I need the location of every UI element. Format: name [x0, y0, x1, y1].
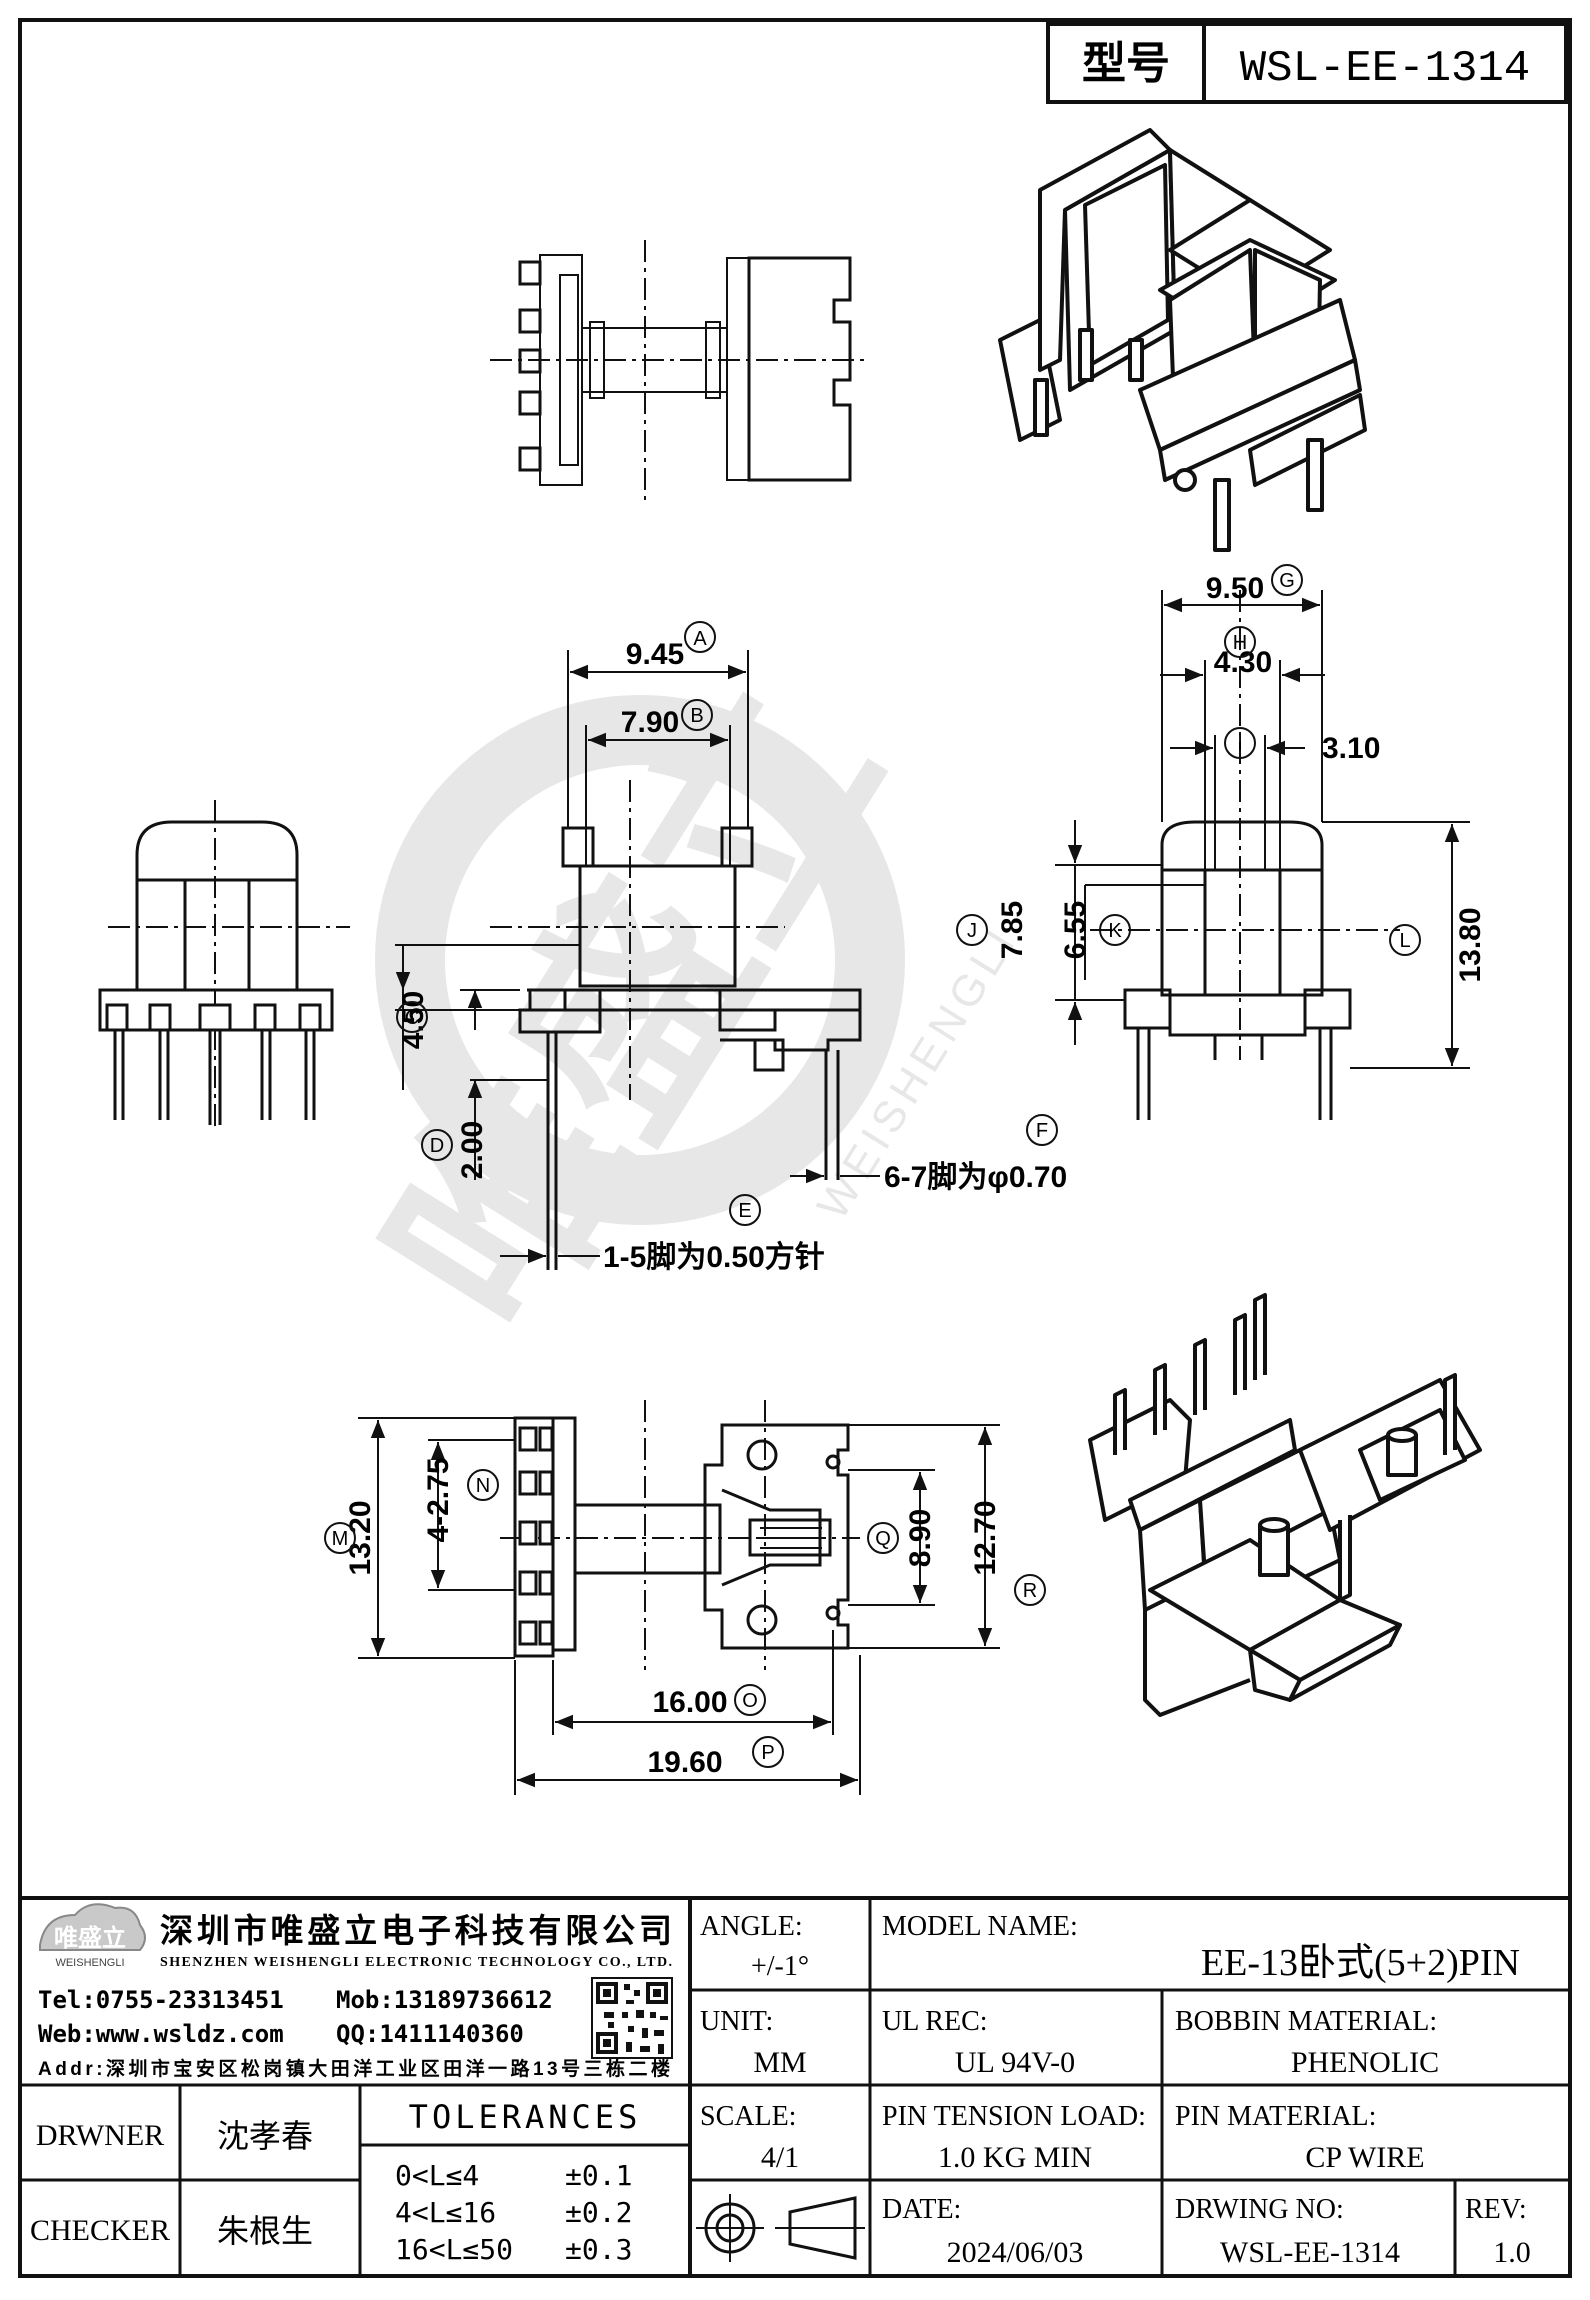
pin-material-value: CP WIRE: [1305, 2141, 1424, 2174]
unit-label: UNIT:: [700, 2006, 773, 2037]
tol-row-3-tol: ±0.3: [565, 2233, 632, 2266]
qr-code: [591, 1977, 673, 2059]
dim-i-callout: I: [1237, 733, 1243, 755]
pin-tension-value: 1.0 KG MIN: [938, 2141, 1092, 2174]
dim-a-callout: A: [693, 628, 707, 650]
dim-h-callout: H: [1233, 632, 1247, 654]
dim-k-value: 6.55: [1059, 901, 1092, 959]
angle-value: +/-1°: [751, 1951, 809, 1982]
dim-c-callout: C: [405, 1007, 419, 1029]
dim-r-callout: R: [1023, 1580, 1037, 1602]
logo-cn: 唯盛立: [54, 1924, 126, 1952]
dim-r-value: 12.70: [969, 1500, 1002, 1575]
tol-row-1-tol: ±0.1: [565, 2159, 632, 2192]
bottom-view: 13.20 M 4-2.75 N 16.00 O 19.60 P 8.90 Q: [324, 1400, 1046, 1795]
scale-label: SCALE:: [700, 2101, 796, 2132]
company-name-cn: 深圳市唯盛立电子科技有限公司: [160, 1912, 672, 1949]
dim-p-value: 19.60: [647, 1746, 722, 1779]
checker-label: CHECKER: [30, 2214, 170, 2247]
rev-label: REV:: [1465, 2194, 1527, 2225]
dim-e-callout: E: [738, 1200, 751, 1222]
checker-value: 朱根生: [217, 2213, 313, 2249]
model-label: MODEL NAME:: [882, 1911, 1078, 1942]
dim-q-callout: Q: [875, 1528, 891, 1550]
bobbin-value: PHENOLIC: [1291, 2046, 1439, 2079]
dim-i-value: 3.10: [1322, 732, 1380, 765]
dim-p-callout: P: [761, 1742, 774, 1764]
date-label: DATE:: [882, 2194, 961, 2225]
tolerances-label: TOLERANCES: [409, 2098, 642, 2136]
dim-m-value: 13.20: [344, 1500, 377, 1575]
dim-j-value: 7.85: [996, 901, 1029, 959]
pin-material-label: PIN MATERIAL:: [1175, 2101, 1376, 2132]
type-label: 型号: [1082, 39, 1170, 88]
dim-j-callout: J: [967, 920, 977, 942]
side-view-left: [98, 800, 350, 1130]
company-mob: Mob:13189736612: [336, 1986, 553, 2014]
dim-d-value: 2.00: [456, 1121, 489, 1179]
dim-d-callout: D: [430, 1135, 444, 1157]
outer-frame: [18, 18, 1572, 2278]
dim-o-callout: O: [742, 1690, 758, 1712]
front-view: 9.45 A 7.90 B 4.50 C 2.00 D 1-5脚为0.50方针: [395, 621, 1067, 1274]
dim-h-value: 4.30: [1214, 646, 1272, 679]
dim-n-callout: N: [476, 1475, 490, 1497]
dim-b-callout: B: [690, 705, 703, 727]
tol-row-1-range: 0<L≤4: [395, 2159, 479, 2192]
drwing-value: WSL-EE-1314: [1220, 2236, 1400, 2269]
company-web: Web:www.wsldz.com: [38, 2020, 284, 2048]
company-logo: 唯盛立 WEISHENGLI: [39, 1903, 146, 1969]
drawer-value: 沈孝春: [217, 2118, 313, 2154]
dim-g-value: 9.50: [1206, 572, 1264, 605]
dim-n-value: 4-2.75: [422, 1457, 455, 1542]
type-header: 型号 WSL-EE-1314: [1046, 22, 1568, 104]
bobbin-label: BOBBIN MATERIAL:: [1175, 2006, 1437, 2037]
dim-g-callout: G: [1279, 570, 1295, 592]
ul-label: UL REC:: [882, 2006, 988, 2037]
dim-e-note: 1-5脚为0.50方针: [603, 1240, 825, 1274]
rev-value: 1.0: [1493, 2236, 1531, 2269]
dim-k-callout: K: [1108, 920, 1122, 942]
isometric-view-top: [998, 128, 1367, 552]
dim-f-note: 6-7脚为φ0.70: [884, 1161, 1067, 1194]
model-value: EE-13卧式(5+2)PIN: [1201, 1942, 1520, 1984]
dim-q-value: 8.90: [904, 1509, 937, 1567]
tol-row-2-range: 4<L≤16: [395, 2196, 496, 2229]
dim-l-callout: L: [1399, 930, 1410, 952]
top-view: [490, 240, 870, 500]
company-qq: QQ:1411140360: [336, 2020, 524, 2048]
unit-value: MM: [753, 2046, 806, 2079]
type-value: WSL-EE-1314: [1240, 44, 1530, 94]
dim-c-value: 4.50: [397, 991, 430, 1049]
drwing-label: DRWING NO:: [1175, 2194, 1344, 2225]
scale-value: 4/1: [761, 2141, 799, 2174]
title-block: 唯盛立 WEISHENGLI 深圳市唯盛立电子科技有限公司 SHENZHEN W…: [20, 1896, 1570, 2276]
dim-b-value: 7.90: [621, 706, 679, 739]
company-addr: Addr:深圳市宝安区松岗镇大田洋工业区田洋一路13号三栋二楼: [38, 2057, 670, 2080]
dim-a-value: 9.45: [626, 638, 684, 671]
projection-symbol: [696, 2194, 865, 2262]
ul-value: UL 94V-0: [955, 2046, 1075, 2079]
tol-row-2-tol: ±0.2: [565, 2196, 632, 2229]
tol-row-3-range: 16<L≤50: [395, 2233, 513, 2266]
isometric-view-bottom: [1088, 1293, 1482, 1717]
dim-m-callout: M: [332, 1528, 349, 1550]
side-view-right: 9.50 G 4.30 H 3.10 I 7.85 J 6.55 K: [956, 564, 1487, 1120]
company-name-en: SHENZHEN WEISHENGLI ELECTRONIC TECHNOLOG…: [160, 1955, 672, 1970]
pin-tension-label: PIN TENSION LOAD:: [882, 2101, 1146, 2132]
dim-l-value: 13.80: [1454, 907, 1487, 982]
drawer-label: DRWNER: [36, 2119, 164, 2152]
dim-o-value: 16.00: [652, 1686, 727, 1719]
date-value: 2024/06/03: [947, 2236, 1084, 2269]
angle-label: ANGLE:: [700, 1911, 803, 1942]
company-tel: Tel:0755-23313451: [38, 1986, 284, 2014]
dim-f-callout: F: [1036, 1120, 1048, 1142]
logo-en: WEISHENGLI: [55, 1957, 124, 1969]
